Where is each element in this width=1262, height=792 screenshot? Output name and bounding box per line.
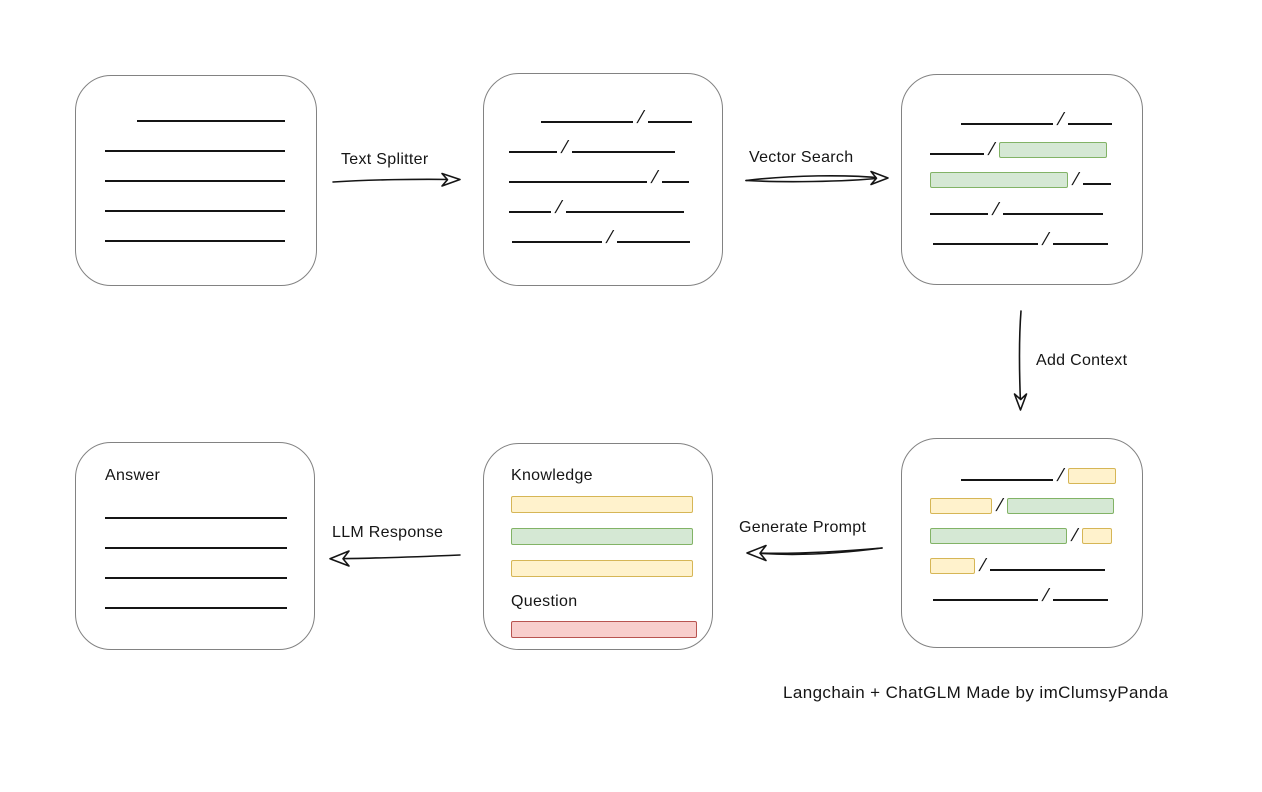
document-text-line	[105, 577, 287, 579]
knowledge-bars	[511, 496, 712, 577]
document-text-line	[105, 210, 285, 212]
split-text-box: / / / / /	[483, 73, 723, 286]
text-line	[1053, 243, 1109, 245]
slash-separator: /	[1057, 465, 1065, 485]
llm-response-arrow-icon	[329, 550, 461, 567]
text-line	[1068, 123, 1113, 125]
green-highlight-chip	[1007, 498, 1115, 514]
llm-response-label: LLM Response	[332, 524, 444, 541]
text-line	[509, 181, 647, 183]
text-line	[512, 241, 602, 243]
text-line	[930, 153, 984, 155]
segment-row: /	[930, 128, 1142, 159]
generate-prompt-label: Generate Prompt	[739, 519, 867, 536]
yellow-highlight-chip	[1068, 468, 1117, 484]
add-context-label: Add Context	[1036, 352, 1128, 369]
text-line	[566, 211, 685, 213]
answer-title: Answer	[105, 467, 161, 484]
slash-separator: /	[651, 167, 659, 187]
text-line	[1003, 213, 1104, 215]
document-text-line	[137, 120, 285, 122]
document-text-line	[105, 607, 287, 609]
green-bar	[511, 528, 693, 545]
segment-row: /	[509, 186, 722, 217]
segment-row: /	[930, 158, 1142, 189]
knowledge-title: Knowledge	[511, 467, 593, 484]
text-line	[961, 123, 1053, 125]
attribution-text: Langchain + ChatGLM Made by imClumsyPand…	[783, 683, 1169, 702]
document-text-line	[105, 180, 285, 182]
text-line	[933, 599, 1038, 601]
slash-separator: /	[1072, 169, 1080, 189]
answer-box: Answer	[75, 442, 315, 650]
slash-separator: /	[561, 137, 569, 157]
segment-row: /	[509, 156, 722, 187]
question-bars	[511, 621, 712, 638]
segment-row: /	[930, 218, 1142, 249]
text-splitter-label: Text Splitter	[341, 151, 429, 168]
context-added-box: / / / / /	[901, 438, 1143, 648]
document-text-line	[105, 517, 287, 519]
text-line	[572, 151, 676, 153]
yellow-highlight-chip	[930, 558, 975, 574]
yellow-bar	[511, 496, 693, 513]
segment-row: /	[509, 126, 722, 157]
prompt-box: Knowledge Question	[483, 443, 713, 650]
vector-matches-box: / / / / /	[901, 74, 1143, 285]
segment-row: /	[930, 454, 1142, 485]
slash-separator: /	[992, 199, 1000, 219]
slash-separator: /	[1042, 229, 1050, 249]
segment-row: /	[930, 514, 1142, 545]
text-line	[509, 211, 551, 213]
yellow-highlight-chip	[1082, 528, 1113, 544]
vector-search-label: Vector Search	[749, 149, 854, 166]
yellow-bar	[511, 560, 693, 577]
segment-row: /	[509, 216, 722, 247]
green-highlight-chip	[930, 172, 1068, 188]
text-line	[648, 121, 693, 123]
text-line	[930, 213, 988, 215]
generate-prompt-arrow-icon	[746, 544, 883, 562]
slash-separator: /	[996, 495, 1004, 515]
slash-separator: /	[979, 555, 987, 575]
segment-row: /	[509, 96, 722, 127]
segment-row: /	[930, 98, 1142, 129]
text-line	[990, 569, 1106, 571]
text-line	[617, 241, 691, 243]
slash-separator: /	[555, 197, 563, 217]
document-text-line	[105, 547, 287, 549]
answer-lines	[105, 517, 314, 609]
question-title: Question	[511, 593, 578, 610]
slash-separator: /	[988, 139, 996, 159]
document-text-line	[105, 150, 285, 152]
segment-row: /	[930, 544, 1142, 575]
text-line	[541, 121, 633, 123]
slash-separator: /	[637, 107, 645, 127]
text-line	[1083, 183, 1112, 185]
text-line	[1053, 599, 1109, 601]
text-line	[662, 181, 690, 183]
segment-row: /	[930, 484, 1142, 515]
document-text-line	[105, 240, 285, 242]
add-context-arrow-icon	[1013, 310, 1028, 411]
green-highlight-chip	[999, 142, 1108, 158]
slash-separator: /	[606, 227, 614, 247]
text-line	[933, 243, 1038, 245]
green-highlight-chip	[930, 528, 1067, 544]
source-document-box	[75, 75, 317, 286]
slash-separator: /	[1042, 585, 1050, 605]
slash-separator: /	[1071, 525, 1079, 545]
red-bar	[511, 621, 697, 638]
text-line	[509, 151, 557, 153]
text-line	[961, 479, 1053, 481]
vector-search-arrow-icon	[745, 170, 889, 186]
segment-row: /	[930, 574, 1142, 605]
segment-row: /	[930, 188, 1142, 219]
slash-separator: /	[1057, 109, 1065, 129]
yellow-highlight-chip	[930, 498, 992, 514]
text-splitter-arrow-icon	[332, 172, 461, 187]
